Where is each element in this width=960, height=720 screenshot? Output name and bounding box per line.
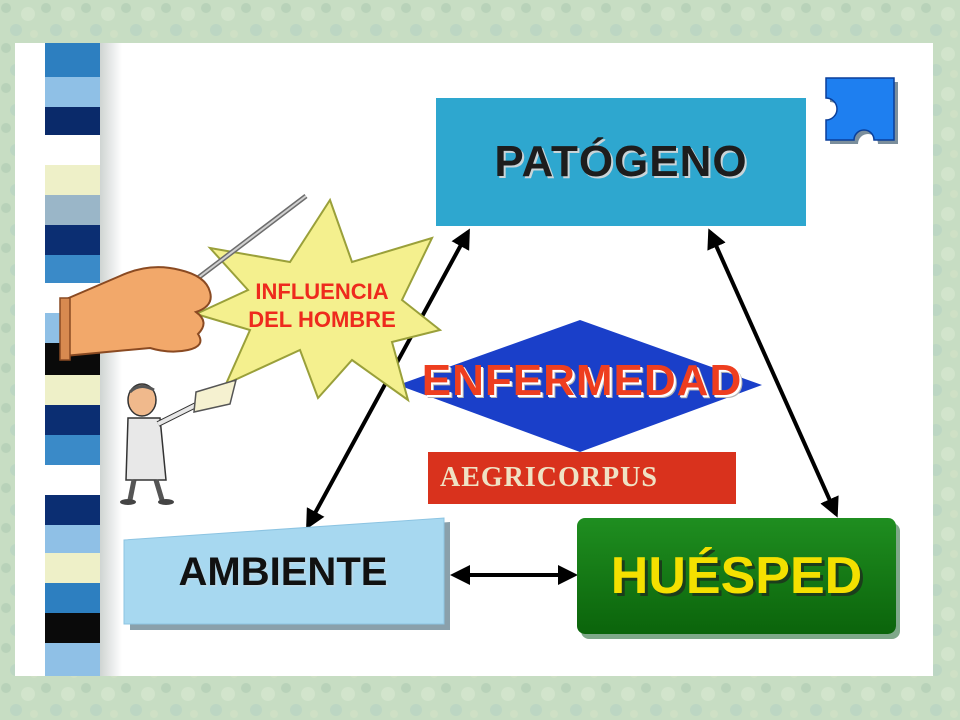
huesped-box: HUÉSPED xyxy=(577,518,896,634)
hand-with-pointer-icon xyxy=(59,194,308,361)
aegricorpus-box: AEGRICORPUS xyxy=(428,452,736,504)
patogeno-box: PATÓGENO xyxy=(436,98,806,226)
patogeno-label: PATÓGENO xyxy=(494,137,748,186)
puzzle-piece-icon xyxy=(825,77,898,144)
influencia-starburst xyxy=(193,197,443,403)
man-holding-paper-icon xyxy=(120,378,238,505)
decorative-stripe-bar xyxy=(45,43,103,676)
ambiente-node: AMBIENTE xyxy=(122,518,444,626)
slide-edge-shadow xyxy=(100,43,122,676)
influencia-line-1: INFLUENCIA xyxy=(255,279,389,304)
aegricorpus-label: AEGRICORPUS xyxy=(440,462,658,493)
arrow-patogeno-huesped xyxy=(707,228,839,518)
influencia-callout: INFLUENCIA DEL HOMBRE xyxy=(212,278,432,334)
huesped-label: HUÉSPED xyxy=(610,547,863,605)
enfermedad-label: ENFERMEDAD xyxy=(421,356,743,405)
ambiente-box xyxy=(123,517,445,625)
influencia-line-2: DEL HOMBRE xyxy=(248,307,396,332)
ambiente-label: AMBIENTE xyxy=(178,549,388,594)
enfermedad-diamond xyxy=(398,320,762,452)
